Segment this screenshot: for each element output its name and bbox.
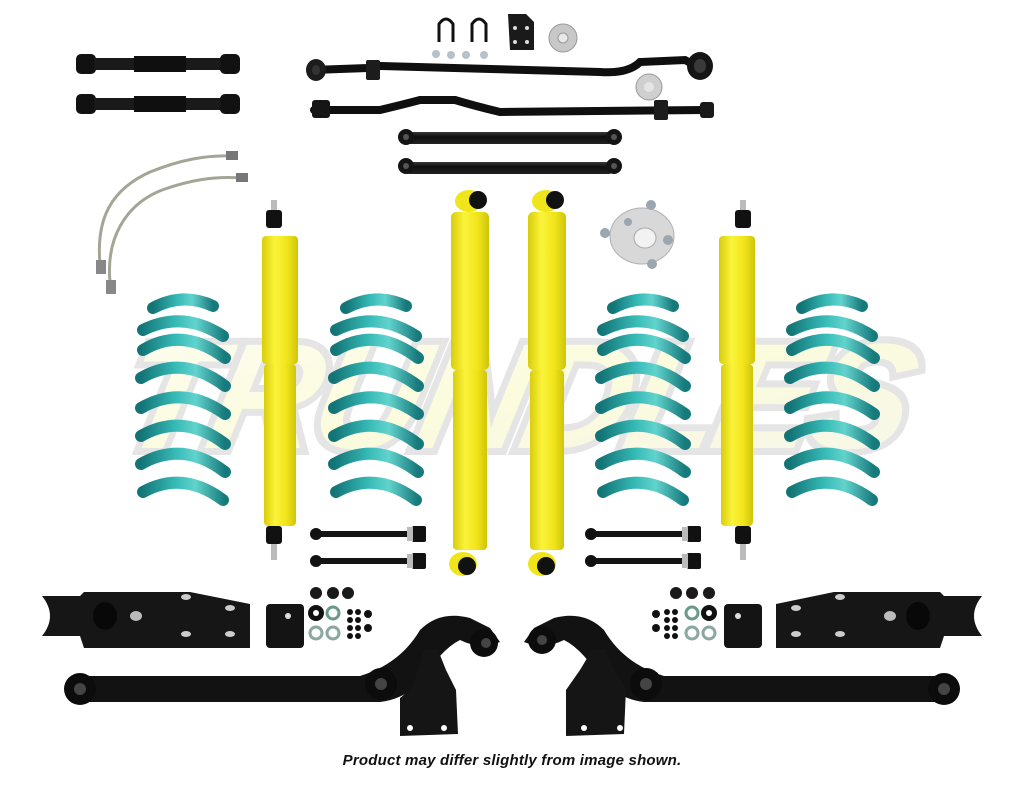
coil-spring-4	[784, 293, 880, 506]
watermark-text: TRUNDLES	[108, 314, 931, 481]
sway-bar-links	[310, 526, 701, 569]
adjustable-control-arms	[76, 54, 240, 114]
crossmember-bracket-left	[42, 592, 250, 648]
radius-arm-right	[524, 615, 960, 705]
hardware-right	[652, 587, 717, 641]
brake-lines	[96, 151, 248, 294]
coil-spring-1	[135, 293, 231, 506]
drop-bracket-right	[566, 650, 626, 736]
coil-spring-2	[328, 293, 424, 506]
shock-stud-left	[262, 200, 298, 560]
coil-spring-3	[595, 293, 691, 506]
drop-bracket-left	[400, 650, 458, 736]
track-bar-bracket	[508, 14, 534, 50]
disclaimer-caption: Product may differ slightly from image s…	[342, 752, 682, 769]
fixed-links	[398, 129, 622, 174]
shock-eye-left	[449, 190, 489, 576]
shock-stud-right	[719, 200, 755, 560]
radius-arm-left	[64, 615, 500, 705]
wheel-adapter	[600, 200, 675, 269]
mount-plates	[266, 604, 762, 648]
bump-stop-spacers	[548, 23, 663, 101]
u-bolts	[432, 17, 488, 59]
hardware-left	[308, 587, 372, 641]
shock-eye-right	[528, 190, 566, 576]
track-bars	[306, 52, 714, 120]
coil-springs	[135, 293, 880, 506]
watermark-logo: TRUNDLES	[101, 307, 938, 488]
crossmember-bracket-right	[776, 592, 982, 648]
